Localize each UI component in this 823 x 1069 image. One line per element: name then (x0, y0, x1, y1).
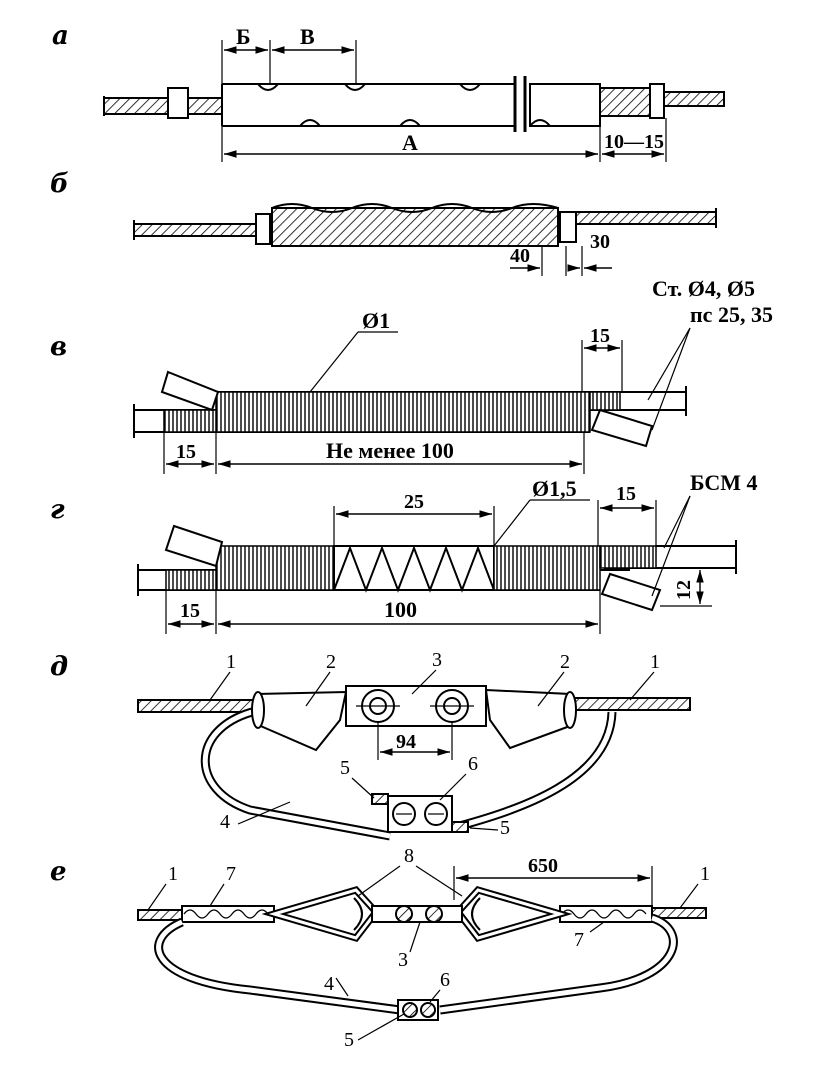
callout-3-e: 3 (398, 949, 408, 971)
dim-length-min: Не менее 100 (326, 438, 454, 463)
dim-v: В (300, 24, 315, 49)
callout-7-left: 7 (226, 863, 236, 885)
winding-right (493, 545, 601, 591)
callout-5-top: 5 (340, 757, 350, 779)
dim-15-top-g: 15 (616, 483, 636, 505)
callout-1-left: 1 (226, 651, 236, 673)
dim-12: 12 (673, 580, 695, 600)
wire-1-left (137, 699, 259, 713)
callout-1-left-e: 1 (168, 863, 178, 885)
shunt-loop-e (156, 915, 676, 1013)
callout-2-left: 2 (326, 651, 336, 673)
note-bsm: БСМ 4 (690, 470, 758, 495)
winding-left (215, 545, 335, 591)
callout-5-bottom: 5 (500, 817, 510, 839)
dim-100: 100 (384, 597, 417, 622)
callout-4: 4 (220, 811, 230, 833)
bent-end-left (160, 370, 220, 412)
clamp-2-left (255, 690, 348, 752)
callout-3: 3 (432, 649, 442, 671)
callout-1-right-e: 1 (700, 863, 710, 885)
callout-5-e: 5 (344, 1029, 354, 1051)
callout-4-e: 4 (324, 973, 334, 995)
dim-15-left-g: 15 (180, 600, 200, 622)
clamp-3-e (371, 905, 463, 923)
callout-7-right: 7 (574, 929, 584, 951)
dim-diam-1-5: Ø1,5 (532, 476, 577, 501)
note-steel-line1: Ст. Ø4, Ø5 (652, 276, 755, 301)
dim-25: 25 (404, 491, 424, 513)
wire-right (599, 87, 651, 117)
panel-label-d: д (50, 652, 68, 682)
callout-2-right: 2 (560, 651, 570, 673)
bent-end-right (590, 408, 654, 448)
sleeve-body (221, 83, 515, 127)
callout-8: 8 (404, 845, 414, 867)
panel-label-g: г (50, 495, 65, 525)
wire-left-b (133, 223, 265, 237)
dim-30: 30 (590, 231, 610, 253)
wire-1-left-e (137, 909, 183, 921)
crimped-sleeve (271, 207, 559, 247)
wire-right-b (575, 211, 717, 225)
callout-6-e: 6 (440, 969, 450, 991)
callout-1-right: 1 (650, 651, 660, 673)
bent-end-left-g (164, 524, 224, 568)
dim-40: 40 (510, 245, 530, 267)
dim-gap: 10—15 (604, 131, 664, 153)
wire-left (103, 97, 223, 115)
panel-b: б 40 30 (50, 169, 717, 276)
shunt-loop (202, 709, 615, 839)
dim-a: А (402, 130, 418, 155)
callout-6: 6 (468, 753, 478, 775)
note-steel-line2: пс 25, 35 (690, 302, 773, 327)
dim-15-left: 15 (176, 441, 196, 463)
clamp-left (167, 87, 189, 119)
dim-650: 650 (528, 855, 558, 877)
panel-label-b: б (50, 169, 69, 199)
panel-v: в 15 15 Не менее 100 Ø1 Ст. Ø4, Ø5 п (50, 276, 773, 474)
panel-g: г 25 15 15 100 (50, 470, 758, 634)
dim-94: 94 (396, 731, 416, 753)
clamp-2-right (484, 688, 571, 750)
dim-b: Б (236, 24, 251, 49)
panel-e: е 650 8 1 7 1 7 (50, 845, 710, 1051)
panel-label-v: в (50, 332, 67, 362)
panel-a: а Б В А 10—15 (52, 21, 725, 162)
dim-15-top: 15 (590, 325, 610, 347)
dim-diam-1: Ø1 (362, 308, 390, 333)
panel-label-a: а (52, 21, 69, 51)
bent-end-right-g (600, 572, 662, 612)
panel-label-e: е (50, 857, 67, 887)
wire-winding (215, 391, 591, 433)
panel-d: д 94 1 2 3 2 1 (50, 649, 691, 841)
